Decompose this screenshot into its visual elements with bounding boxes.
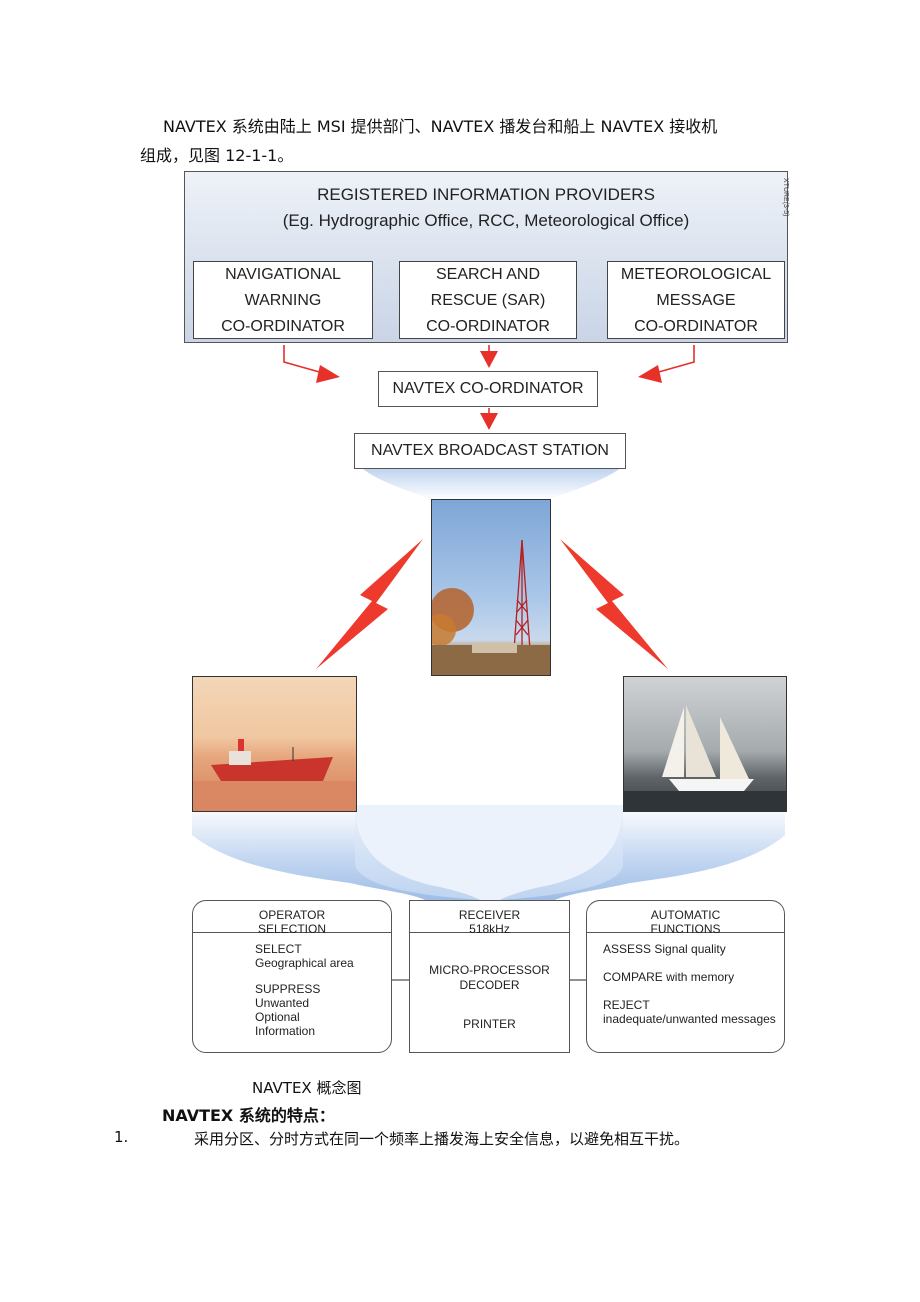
sailboat-icon xyxy=(624,705,786,811)
panel-text: DECODER xyxy=(459,978,520,992)
panel-spacer xyxy=(255,970,391,982)
intro-line-1: NAVTEX 系统由陆上 MSI 提供部门、NAVTEX 播发台和船上 NAVT… xyxy=(163,117,718,136)
panel-header-line: SELECTION xyxy=(257,922,326,936)
coordinator-line: SEARCH AND xyxy=(435,266,541,283)
coordinator-line: METEOROLOGICAL xyxy=(620,266,772,283)
navigational-warning-coordinator-box: NAVIGATIONAL WARNING CO-ORDINATOR xyxy=(193,261,373,339)
right-ship-funnel xyxy=(500,805,785,900)
transmitter-photo xyxy=(431,499,551,676)
navtex-concept-diagram: REGISTERED INFORMATION PROVIDERS (Eg. Hy… xyxy=(180,165,800,1060)
meteorological-coordinator-box: METEOROLOGICAL MESSAGE CO-ORDINATOR xyxy=(607,261,785,339)
providers-subtitle: (Eg. Hydrographic Office, RCC, Meteorolo… xyxy=(282,211,690,230)
panel-text: Geographical area xyxy=(255,956,354,970)
right-lightning-icon xyxy=(560,539,668,669)
figure-side-label: XTURE(3-5) xyxy=(782,178,789,217)
broadcast-funnel xyxy=(358,465,625,500)
list-item-number: 1. xyxy=(114,1128,129,1146)
automatic-functions-panel: AUTOMATIC FUNCTIONS ASSESS Signal qualit… xyxy=(586,900,785,1053)
cargo-ship-photo xyxy=(192,676,357,812)
intro-line-2: 组成，见图 12-1-1。 xyxy=(140,146,294,165)
receiver-panel: RECEIVER 518kHz MICRO-PROCESSOR DECODER … xyxy=(409,900,570,1053)
panel-header-line: FUNCTIONS xyxy=(650,922,721,936)
coordinator-line: CO-ORDINATOR xyxy=(634,318,758,335)
figure-caption: NAVTEX 概念图 xyxy=(252,1079,362,1097)
operator-panel-body: SELECT Geographical area SUPPRESS Unwant… xyxy=(193,933,391,1038)
panel-text: Information xyxy=(255,1024,316,1038)
coordinator-line: CO-ORDINATOR xyxy=(221,318,345,335)
left-ship-funnel xyxy=(192,805,480,900)
list-item-text: 采用分区、分时方式在同一个频率上播发海上安全信息，以避免相互干扰。 xyxy=(194,1130,690,1148)
red-arrowheads xyxy=(316,351,662,430)
panel-header-line: 518kHz xyxy=(469,922,510,936)
automatic-panel-header: AUTOMATIC FUNCTIONS xyxy=(587,901,784,936)
coordinator-line: MESSAGE xyxy=(656,292,736,309)
section-heading: NAVTEX 系统的特点： xyxy=(162,1106,335,1125)
operator-selection-panel: OPERATOR SELECTION SELECT Geographical a… xyxy=(192,900,392,1053)
sar-coordinator-box: SEARCH AND RESCUE (SAR) CO-ORDINATOR xyxy=(399,261,577,339)
panel-header-line: AUTOMATIC xyxy=(650,908,721,922)
broadcast-station-box: NAVTEX BROADCAST STATION xyxy=(354,433,626,469)
decoder-label: MICRO-PROCESSOR DECODER xyxy=(410,933,569,993)
receiver-panel-header: RECEIVER 518kHz xyxy=(410,901,569,936)
panel-text: Unwanted xyxy=(255,996,310,1010)
antenna-mast-icon xyxy=(432,539,550,675)
coordinator-line: CO-ORDINATOR xyxy=(426,318,550,335)
navtex-coordinator-box: NAVTEX CO-ORDINATOR xyxy=(378,371,598,407)
left-lightning-icon xyxy=(316,539,423,669)
panel-text: inadequate/unwanted messages xyxy=(603,1012,776,1026)
automatic-panel-body: ASSESS Signal quality COMPARE with memor… xyxy=(587,933,784,1026)
providers-title: REGISTERED INFORMATION PROVIDERS xyxy=(317,185,655,204)
registered-providers-box: REGISTERED INFORMATION PROVIDERS (Eg. Hy… xyxy=(184,171,789,343)
panel-header-line: RECEIVER xyxy=(458,908,521,922)
sailboat-photo xyxy=(623,676,787,812)
providers-heading: REGISTERED INFORMATION PROVIDERS (Eg. Hy… xyxy=(185,182,787,234)
coordinator-line: WARNING xyxy=(244,292,322,309)
coordinator-line: RESCUE (SAR) xyxy=(430,292,546,309)
cargo-ship-icon xyxy=(193,739,356,811)
diagram-graphics xyxy=(192,345,785,981)
panel-text: ASSESS Signal quality xyxy=(603,942,726,956)
panel-text: SELECT xyxy=(255,942,302,956)
panel-header-line: OPERATOR xyxy=(258,908,326,922)
panel-text: MICRO-PROCESSOR xyxy=(429,963,550,977)
intro-paragraph: NAVTEX 系统由陆上 MSI 提供部门、NAVTEX 播发台和船上 NAVT… xyxy=(140,112,790,170)
operator-panel-header: OPERATOR SELECTION xyxy=(193,901,391,936)
panel-text: REJECT xyxy=(603,998,650,1012)
center-funnel xyxy=(355,805,623,900)
panel-text: Optional xyxy=(255,1010,300,1024)
panel-text: COMPARE with memory xyxy=(603,970,735,984)
panel-text: SUPPRESS xyxy=(255,982,321,996)
coordinator-line: NAVIGATIONAL xyxy=(225,266,341,283)
printer-label: PRINTER xyxy=(463,1017,516,1031)
